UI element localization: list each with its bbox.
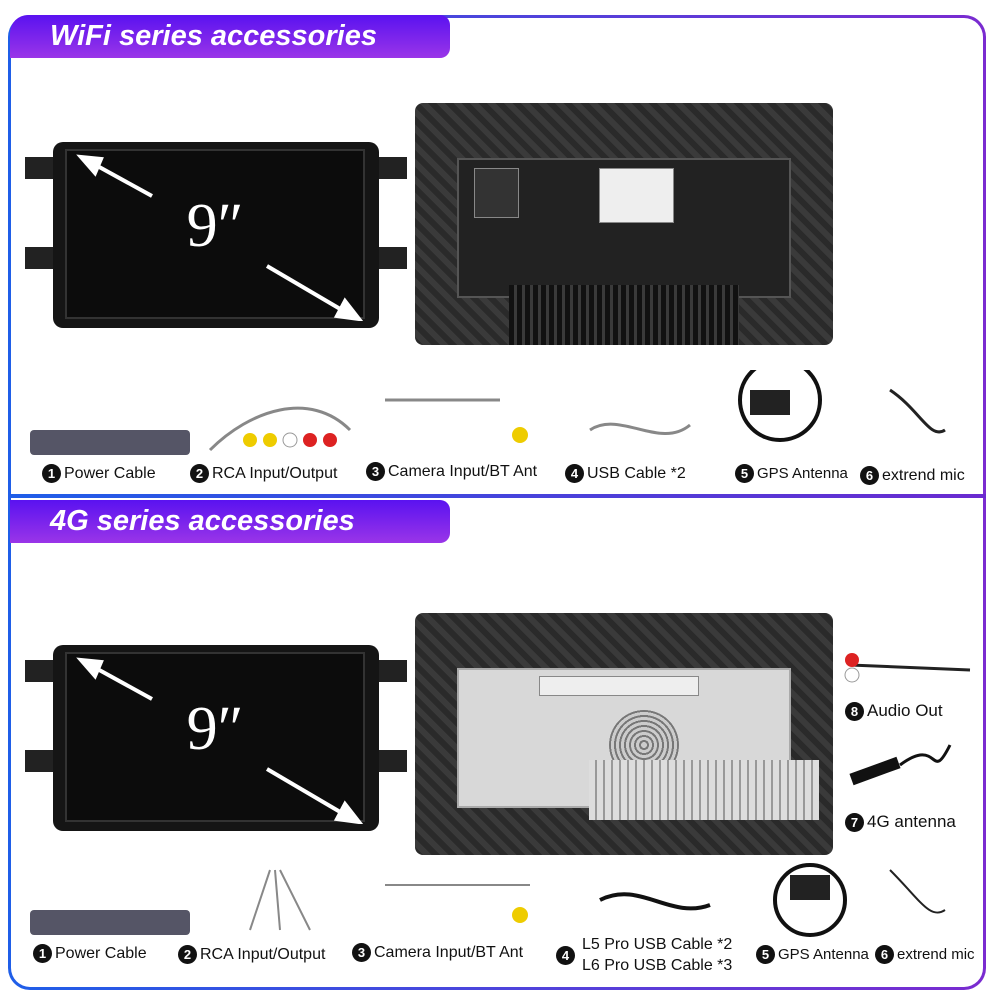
4g-accessories-illustrations <box>30 863 946 937</box>
head-unit-back <box>415 103 833 345</box>
wifi-accessories-illustrations <box>30 370 946 455</box>
diagonal-arrows-icon <box>76 154 364 321</box>
head-unit-front: 9″ <box>25 137 407 329</box>
right-accessories-illustrations <box>844 653 971 786</box>
screen-size-label: 9″ <box>186 695 244 763</box>
screen-size-label: 9″ <box>186 192 244 260</box>
wifi-section-title: WiFi series accessories <box>10 15 450 58</box>
diagonal-arrows-icon <box>76 657 364 824</box>
head-unit-front-4g: 9″ <box>25 640 407 832</box>
head-unit-back-4g <box>415 613 833 855</box>
4g-section-title: 4G series accessories <box>10 500 450 543</box>
section-divider <box>8 494 986 498</box>
